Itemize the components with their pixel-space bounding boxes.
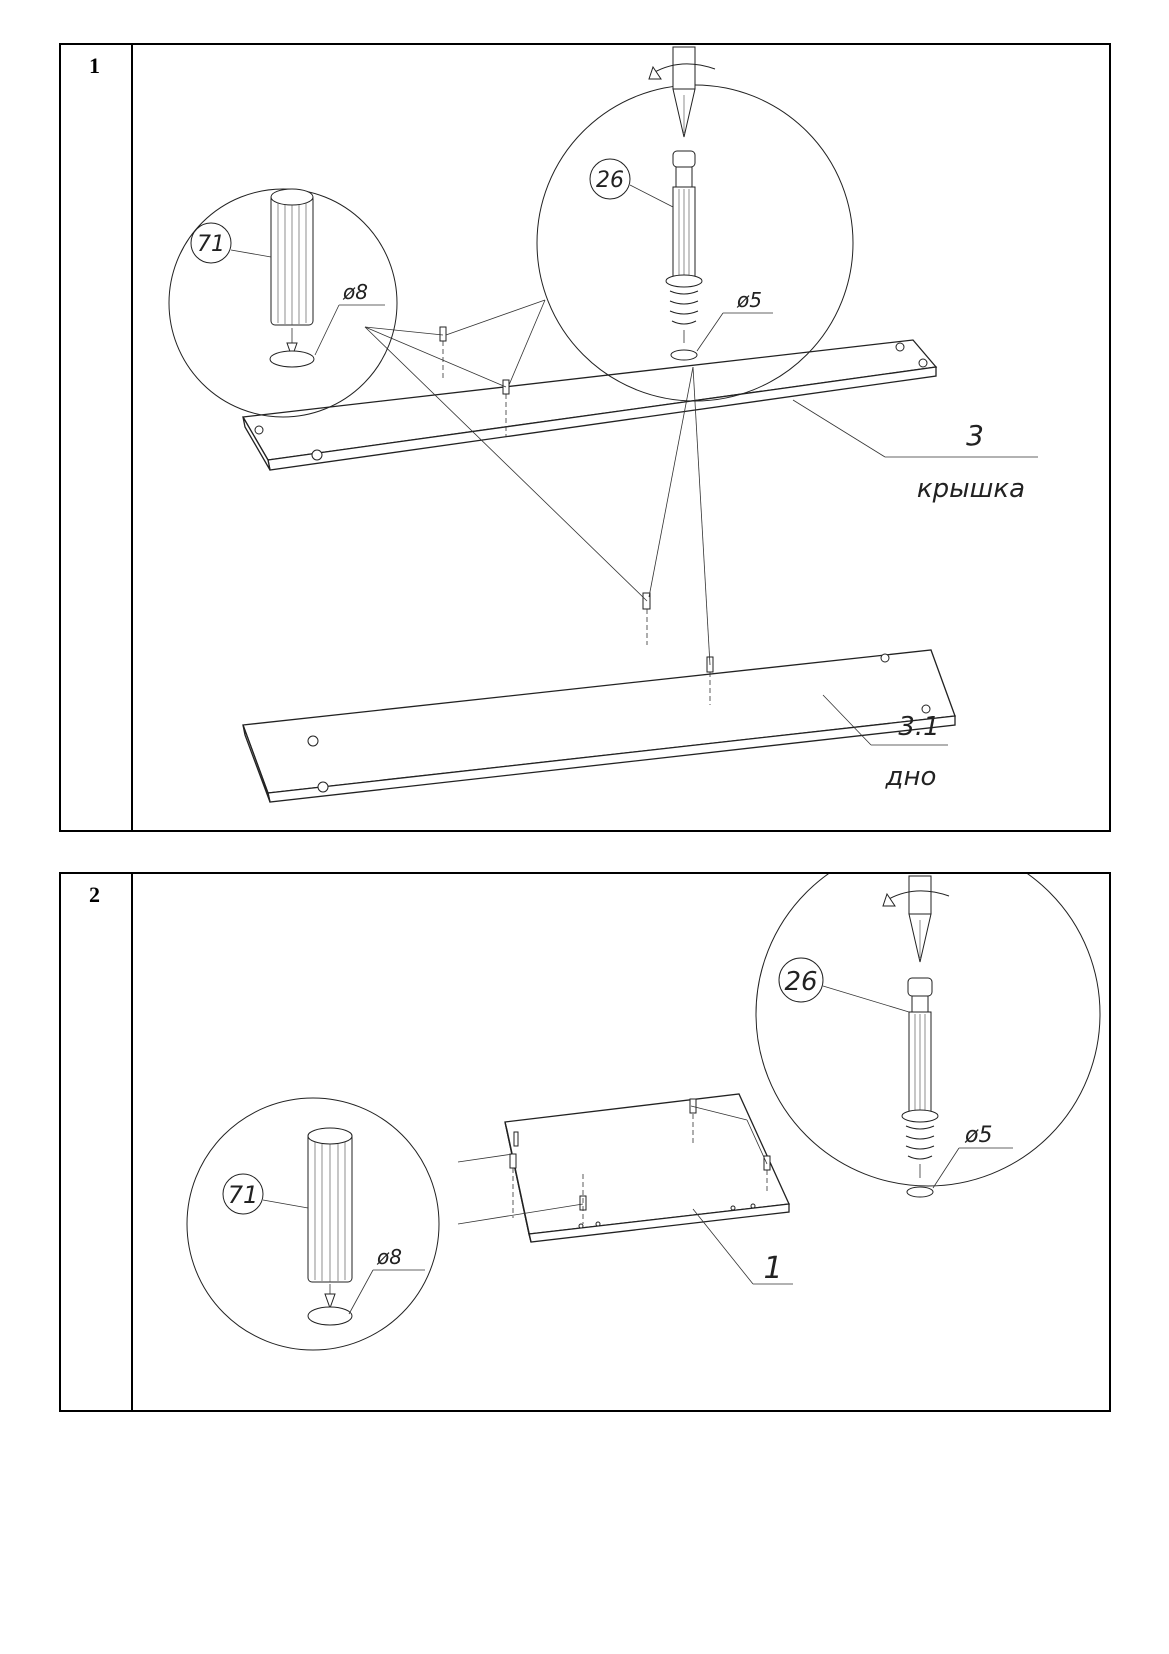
confirmat-callout: 26 bbox=[596, 168, 624, 193]
step-1-number-cell: 1 bbox=[61, 45, 133, 830]
dowel-callout: 71 bbox=[228, 1181, 259, 1209]
board-number: 1 bbox=[763, 1251, 782, 1286]
confirmat-hole-callout: ø5 bbox=[736, 288, 762, 312]
step-number: 2 bbox=[89, 882, 100, 907]
confirmat-detail-circle bbox=[755, 874, 1101, 1198]
dowel-hole-callout: ø8 bbox=[342, 280, 368, 304]
top-board-number: 3 bbox=[966, 419, 984, 452]
step-2-drawing: 71 ø8 26 ø5 1 bbox=[186, 874, 1101, 1351]
dowel-callout: 71 bbox=[197, 232, 225, 257]
step-1-drawing: 71 ø8 26 ø5 3 крышка 3.1 дно bbox=[168, 46, 1038, 803]
confirmat-hole-callout: ø5 bbox=[964, 1123, 992, 1148]
confirmat-detail-circle bbox=[536, 46, 854, 402]
dowel-hole-callout: ø8 bbox=[376, 1245, 402, 1269]
side-board bbox=[504, 1093, 790, 1243]
dowel-detail-circle bbox=[186, 1097, 440, 1351]
top-board-name: крышка bbox=[917, 474, 1025, 504]
top-board bbox=[241, 339, 938, 471]
bottom-board-number: 3.1 bbox=[898, 712, 939, 742]
step-number: 1 bbox=[89, 53, 100, 78]
leader-lines bbox=[364, 299, 1038, 746]
bottom-board bbox=[242, 649, 956, 803]
leader-lines bbox=[457, 1105, 793, 1285]
confirmat-callout: 26 bbox=[784, 967, 817, 997]
step-2-panel: 2 bbox=[59, 872, 1111, 1412]
step-1-panel: 1 bbox=[59, 43, 1111, 832]
bottom-board-name: дно bbox=[885, 762, 937, 792]
step-2-number-cell: 2 bbox=[61, 874, 133, 1410]
dowel-detail-circle bbox=[168, 188, 398, 418]
